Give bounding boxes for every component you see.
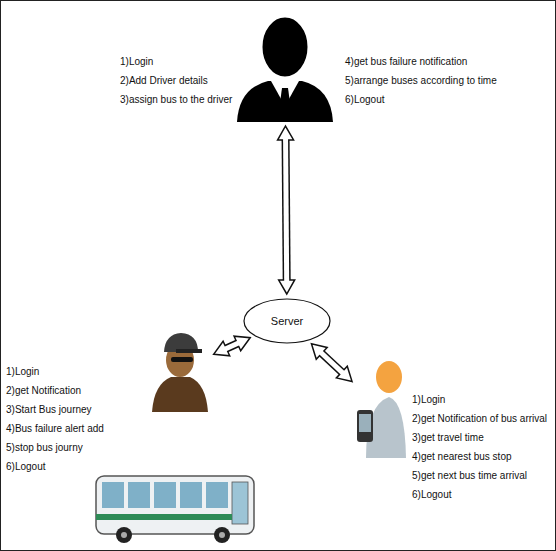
function-item: 4)get bus failure notification [345, 52, 497, 71]
bus-wheel [214, 527, 230, 543]
function-item: 5)arrange buses according to time [345, 71, 497, 90]
function-item: 2)get Notification [6, 381, 104, 400]
text-list: 1)Login2)Add Driver details3)assign bus … [120, 52, 232, 109]
arrow-shaft-fill [286, 137, 287, 283]
server-outline [244, 299, 330, 343]
driver-body [152, 377, 208, 412]
passenger-actor: 1)Login2)get Notification of bus arrival… [355, 358, 408, 460]
passenger-icon [357, 361, 406, 458]
bus-body [96, 476, 254, 534]
bus-window [154, 482, 176, 508]
text-list: 4)get bus failure notification5)arrange … [345, 52, 497, 109]
passenger-head [376, 361, 402, 393]
function-item: 2)get Notification of bus arrival [412, 409, 550, 428]
function-item: 4)get nearest bus stop [412, 447, 550, 466]
bus-window [102, 482, 124, 508]
driver-cap-visor [176, 349, 202, 353]
phone-screen [359, 414, 371, 432]
phone-icon [357, 410, 373, 442]
function-item: 6)Logout [345, 90, 497, 109]
bus-window [128, 482, 150, 508]
function-item: 1)Login [120, 52, 232, 71]
bus-door [232, 482, 248, 524]
arrow-shaft-fill [224, 342, 240, 349]
server-ellipse: Server [243, 298, 331, 344]
admin-head [261, 16, 309, 78]
double-arrow [214, 336, 250, 356]
bus-hub [219, 532, 225, 538]
function-item: 6)Logout [412, 485, 550, 504]
bus-window [180, 482, 202, 508]
driver-icon [152, 333, 208, 412]
admin-actor: 1)Login2)Add Driver details3)assign bus … [235, 12, 335, 122]
driver-actor: 1)Login2)get Notification3)Start Bus jou… [148, 328, 210, 412]
function-item: 4)Bus failure alert add [6, 419, 104, 438]
admin-shoulders [237, 81, 333, 122]
text-list: Server [243, 298, 331, 344]
text-list: 1)Login2)get Notification3)Start Bus jou… [6, 362, 104, 476]
function-item: 2)Add Driver details [120, 71, 232, 90]
bus-illustration [96, 476, 254, 543]
bus-stripe [96, 514, 232, 520]
text-list: 1)Login2)get Notification of bus arrival… [412, 390, 550, 504]
bus-hub [121, 532, 127, 538]
function-item: 3)assign bus to the driver [120, 90, 232, 109]
admin-icon [237, 16, 333, 122]
function-item: 6)Logout [6, 457, 104, 476]
function-item: 1)Login [6, 362, 104, 381]
admin-tie [279, 88, 291, 118]
function-item: 5)get next bus time arrival [412, 466, 550, 485]
function-item: 3)get travel time [412, 428, 550, 447]
double-arrow [311, 344, 352, 382]
bus-wheel [116, 527, 132, 543]
node-label: Server [271, 315, 303, 328]
function-item: 3)Start Bus journey [6, 400, 104, 419]
double-arrow [278, 126, 295, 294]
function-item: 1)Login [412, 390, 550, 409]
driver-glasses [171, 357, 193, 362]
function-item: 5)stop bus journy [6, 438, 104, 457]
bus-window [206, 482, 228, 508]
arrow-shaft-fill [320, 351, 345, 374]
